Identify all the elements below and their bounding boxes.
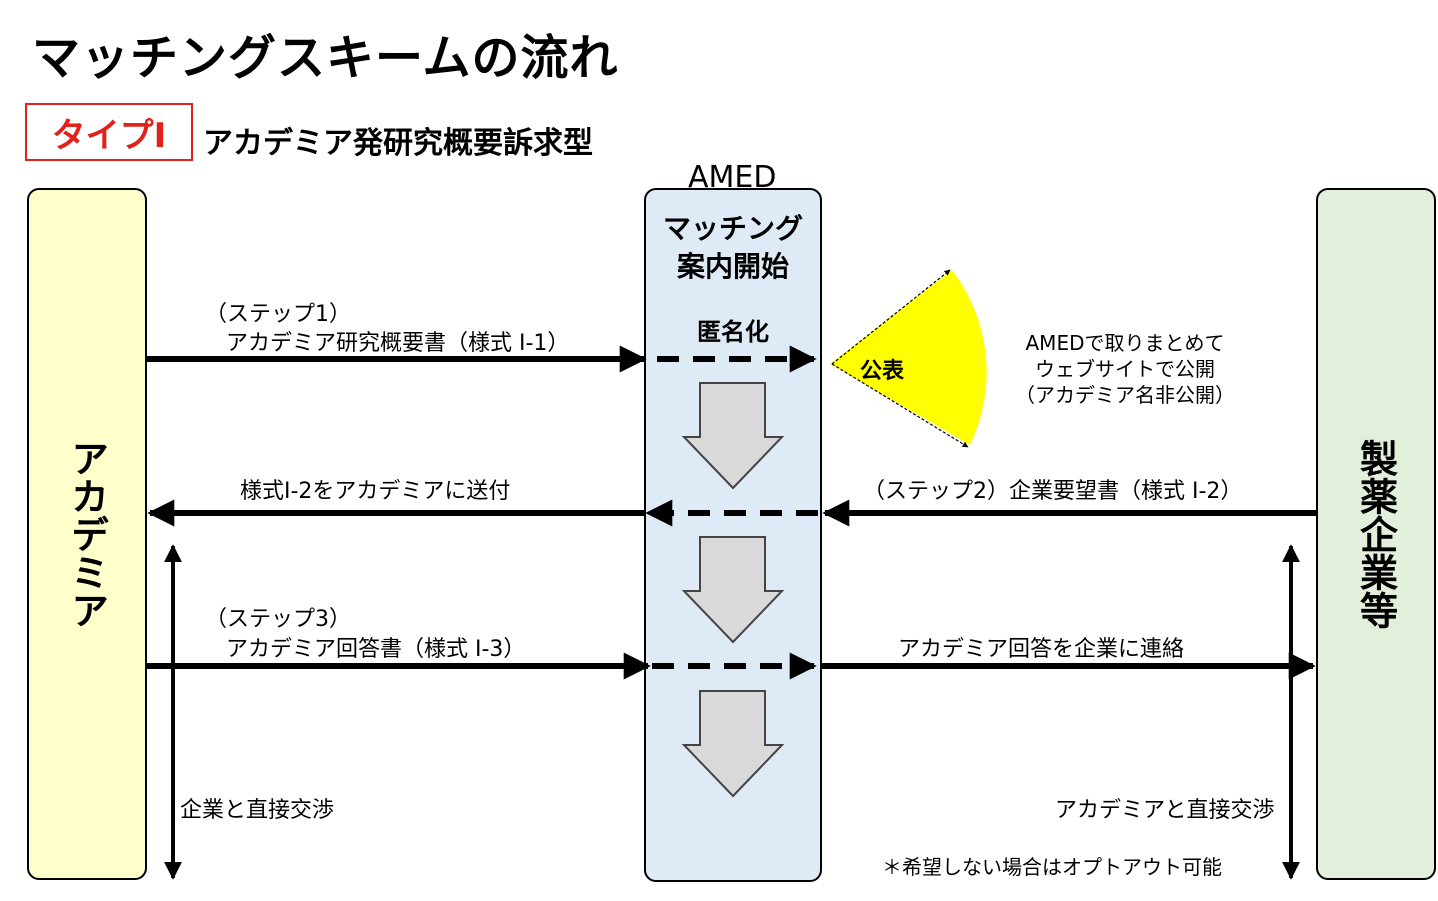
step3-form-label: アカデミア回答書（様式 I-3）: [226, 637, 526, 662]
matching-start-line1: マッチング: [662, 212, 803, 245]
step1-heading: （ステップ1）: [205, 302, 351, 327]
matching-start-line2: 案内開始: [676, 250, 789, 283]
publish-sector: [830, 270, 987, 445]
academia-label: アカデミア: [64, 439, 109, 629]
company-negotiation-label: アカデミアと直接交渉: [1055, 798, 1275, 823]
optout-footnote: ＊希望しない場合はオプトアウト可能: [882, 855, 1222, 879]
page-subtitle: アカデミア発研究概要訴求型: [203, 126, 593, 161]
page-title: マッチングスキームの流れ: [32, 30, 619, 86]
contact-label: アカデミア回答を企業に連絡: [898, 637, 1185, 662]
publish-edge-lower: [831, 363, 969, 448]
company-column: 製薬企業等: [1316, 188, 1436, 880]
step3-heading: （ステップ3）: [205, 607, 351, 632]
publish-note-line3: （アカデミア名非公開）: [1015, 383, 1235, 407]
flow-down-arrow-1: [681, 382, 785, 490]
publish-edge-upper: [831, 269, 951, 365]
anonymize-label: 匿名化: [697, 318, 769, 346]
send-i2-label: 様式I-2をアカデミアに送付: [240, 479, 511, 504]
step1-form-label: アカデミア研究概要書（様式 I-1）: [226, 331, 570, 356]
type-badge: タイプⅠ: [25, 103, 193, 161]
flow-down-arrow-2: [681, 536, 785, 644]
amed-label: AMED: [688, 160, 777, 195]
matching-start-label: マッチング 案内開始: [644, 210, 822, 286]
publish-note-line2: ウェブサイトで公開: [1035, 357, 1215, 381]
publish-note: AMEDで取りまとめて ウェブサイトで公開 （アカデミア名非公開）: [1000, 330, 1250, 408]
academia-negotiation-label: 企業と直接交渉: [180, 798, 335, 823]
step2-label: （ステップ2）企業要望書（様式 I-2）: [863, 479, 1243, 504]
publish-note-line1: AMEDで取りまとめて: [1025, 331, 1225, 355]
academia-column: アカデミア: [27, 188, 147, 880]
company-label: 製薬企業等: [1353, 439, 1398, 629]
flow-down-arrow-3: [681, 690, 785, 798]
publish-label: 公表: [860, 359, 905, 384]
